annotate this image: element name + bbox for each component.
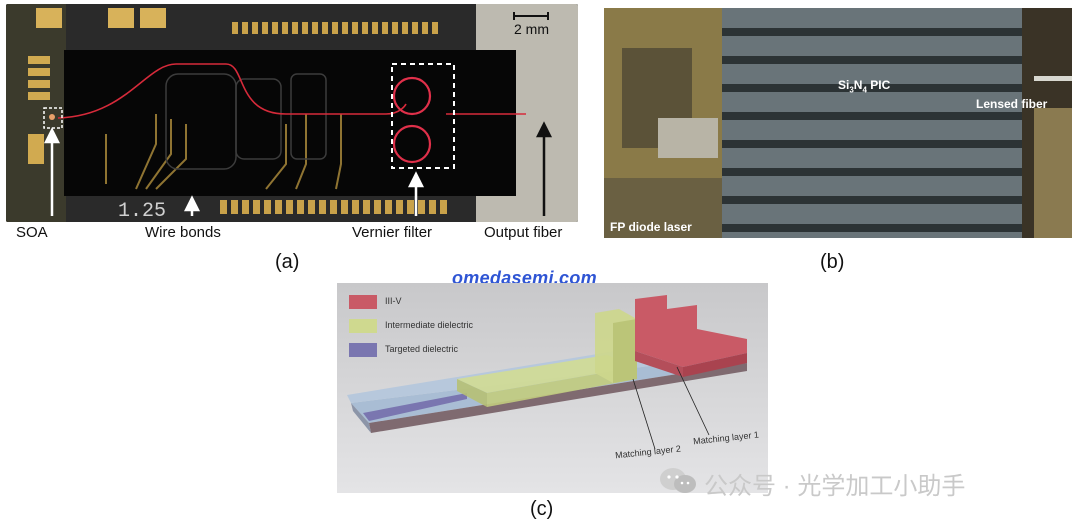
panel-b-photo: Si3N4 PIC Lensed fiber FP diode laser	[604, 8, 1072, 238]
caption-b: (b)	[820, 251, 845, 273]
pic-photo-illustration	[604, 8, 1072, 238]
legend-label-iii-v: III-V	[385, 296, 402, 306]
chip-marking: 1.25	[118, 200, 167, 222]
pic-label-n: N	[853, 78, 863, 92]
scale-bar-label: 2 mm	[514, 21, 549, 37]
bottom-pad-row	[220, 200, 447, 214]
label-wire-bonds: Wire bonds	[145, 224, 221, 241]
label-output-fiber: Output fiber	[484, 224, 563, 241]
pic-label-si: Si	[838, 78, 850, 92]
legend-swatch-targeted	[349, 343, 377, 357]
panel-c-render: III-V Intermediate dielectric Targeted d…	[337, 283, 768, 493]
layer-3d-illustration	[337, 283, 768, 493]
wechat-watermark-text: 公众号 · 光学加工小助手	[704, 473, 966, 500]
waveguide-stripes	[722, 28, 1022, 232]
chip-photo-illustration	[6, 4, 578, 222]
pic-label-sub1: 3	[849, 85, 854, 95]
panel-a-photo: 2 mm 1.25	[6, 4, 578, 222]
top-pad-row	[232, 22, 438, 34]
legend-label-intermediate: Intermediate dielectric	[385, 320, 474, 330]
pic-label-tail: PIC	[866, 78, 891, 92]
wechat-icon	[658, 466, 698, 501]
label-soa: SOA	[16, 224, 48, 241]
lensed-fiber-label: Lensed fiber	[976, 97, 1048, 111]
caption-a: (a)	[275, 251, 300, 273]
pic-label: Si3N4 PIC	[838, 78, 890, 94]
legend-label-targeted: Targeted dielectric	[385, 344, 459, 354]
label-vernier-filter: Vernier filter	[352, 224, 433, 241]
legend-swatch-iii-v	[349, 295, 377, 309]
caption-c: (c)	[530, 498, 554, 520]
legend-swatch-intermediate	[349, 319, 377, 333]
fp-laser-label: FP diode laser	[610, 220, 692, 234]
pic-label-sub2: 4	[862, 85, 867, 95]
